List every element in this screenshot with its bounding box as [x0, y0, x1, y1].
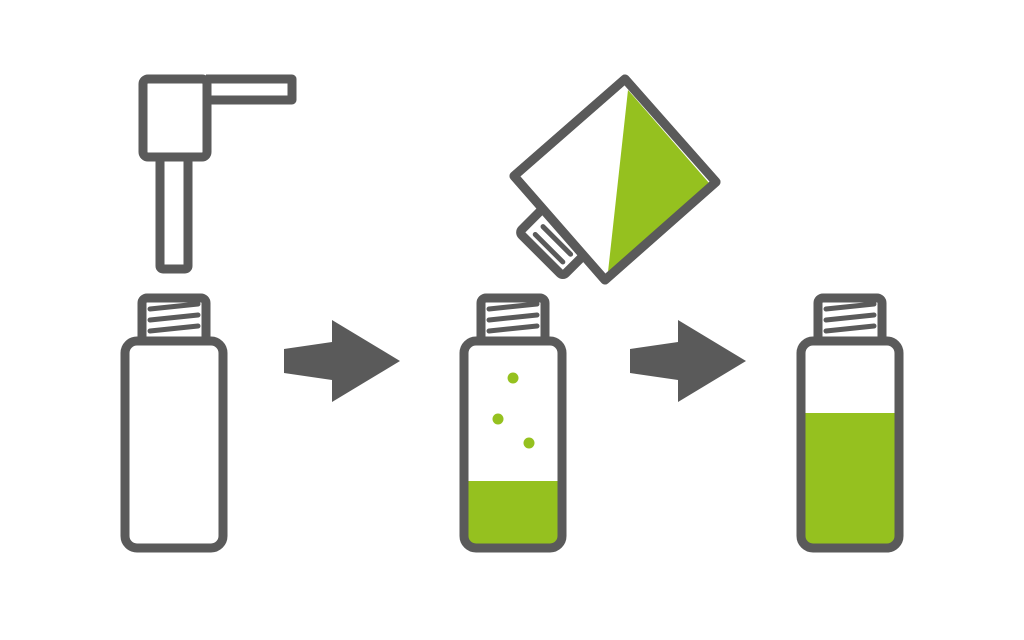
vial-body: [796, 336, 904, 553]
pump-stem: [155, 152, 193, 274]
particle: [492, 413, 504, 425]
vial-cap-threads: [147, 301, 201, 334]
vial-cap-threads: [486, 301, 540, 334]
bottle-body-outline: [509, 74, 721, 285]
vial-liquid: [805, 413, 895, 544]
vial-cap-threads: [823, 301, 877, 334]
particle: [523, 437, 535, 449]
step-1: [120, 74, 297, 553]
pour-concentrate-icon: [509, 74, 721, 285]
vial-empty: [120, 293, 228, 553]
pump-spout: [206, 74, 297, 105]
vial-body: [120, 336, 228, 553]
pump-dispenser-icon: [138, 74, 297, 274]
vial-partial: [459, 293, 567, 553]
step-2: [459, 74, 721, 553]
vial-body: [459, 336, 567, 553]
pump-head: [138, 74, 212, 162]
vial-liquid: [468, 481, 558, 544]
particle: [507, 372, 519, 384]
arrow-right-icon: [630, 320, 746, 402]
step-3: [796, 293, 904, 553]
bottle-liquid: [608, 90, 709, 272]
filled-vial-icon: [796, 293, 904, 553]
arrow-right-icon: [284, 320, 400, 402]
